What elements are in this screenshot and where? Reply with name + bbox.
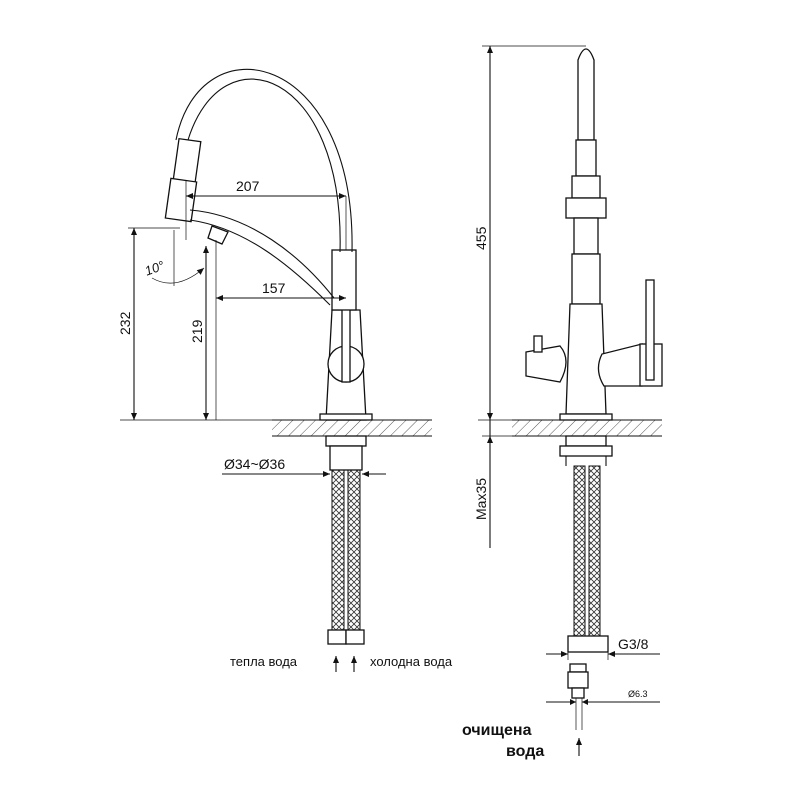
cold-water-label: холодна вода (370, 654, 453, 669)
countertop-side (272, 420, 432, 436)
front-view: 455 Max35 G3/8 Ø6.3 очищена вода (462, 45, 663, 760)
aerator-arm-side (189, 209, 335, 299)
hose-warm-side (331, 469, 345, 631)
hose-cold-side (347, 469, 361, 631)
dim-219-label: 219 (189, 319, 205, 343)
purified-water-label-line1: очищена (462, 722, 532, 739)
dim-max35-label: Max35 (473, 478, 489, 520)
hose-right-front (588, 465, 601, 637)
filter-lever-front (525, 345, 567, 383)
dim-thread-label: G3/8 (618, 636, 649, 652)
gooseneck-spout-side (187, 78, 341, 253)
mount-shank-side (325, 435, 367, 447)
countertop-front (512, 420, 662, 436)
side-view: 207 157 232 219 10° Ø34~Ø36 тепла вода х… (117, 68, 453, 672)
main-lever-front (597, 343, 643, 387)
mount-shank-front (559, 445, 613, 457)
spout-front (577, 48, 595, 141)
warm-water-label: тепла вода (230, 654, 298, 669)
purified-water-label-line2: вода (506, 743, 544, 760)
spray-collar-front (565, 197, 607, 219)
dim-filter-diameter-label: Ø6.3 (628, 689, 648, 699)
angle-arc (151, 267, 205, 284)
angle-10-label: 10° (143, 258, 167, 279)
main-lever-handle-front (645, 279, 655, 381)
dim-hole-diameter-label: Ø34~Ø36 (224, 456, 285, 472)
dim-232-label: 232 (117, 311, 133, 335)
hose-left-front (573, 465, 586, 637)
filter-connector (569, 663, 587, 673)
dim-207-label: 207 (236, 178, 260, 194)
spray-head-side (172, 137, 202, 185)
dim-157-label: 157 (262, 280, 286, 296)
dim-455-label: 455 (473, 226, 489, 250)
